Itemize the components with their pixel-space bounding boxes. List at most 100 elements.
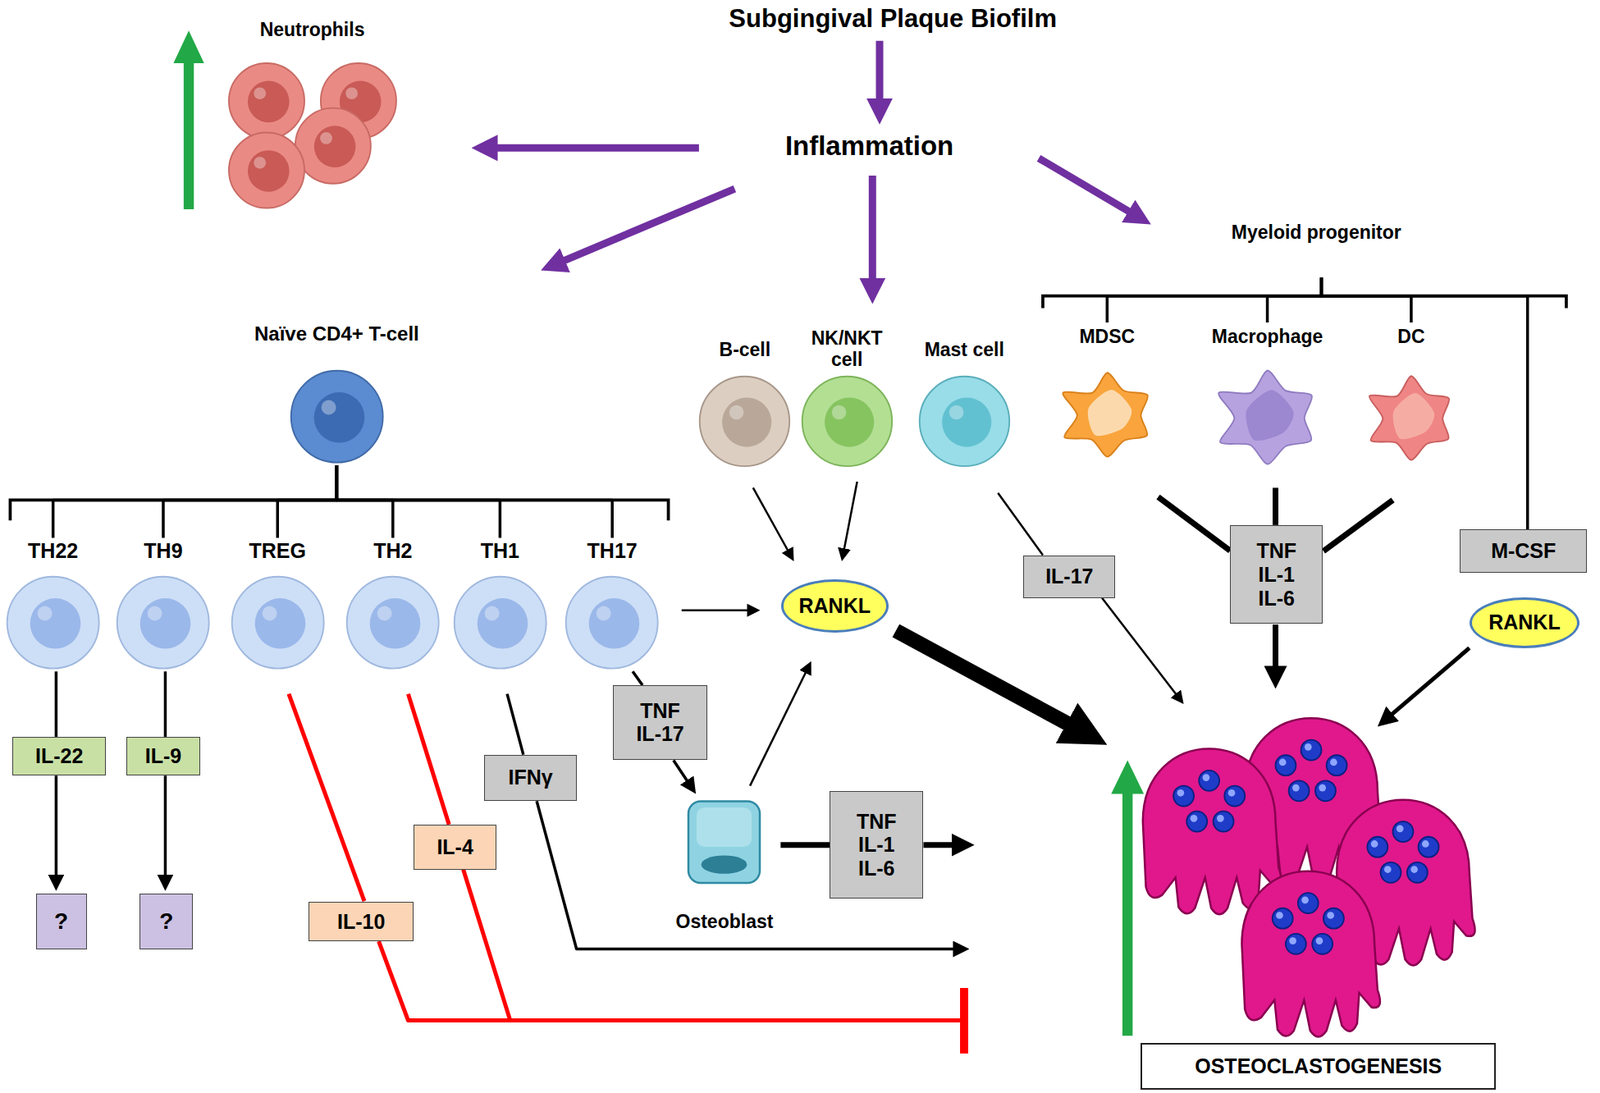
cell-shape	[562, 573, 661, 672]
cell-body	[801, 376, 892, 467]
cell-nucleus	[370, 598, 421, 650]
connector-line	[164, 671, 168, 737]
node-label: NK/NKT cell	[810, 327, 884, 371]
cell-shape-group	[117, 576, 210, 669]
cytokine-box: TNF IL-1 IL-6	[1229, 525, 1323, 625]
cell-nucleus	[140, 598, 192, 650]
connector-line	[1272, 487, 1279, 525]
box-label: IFNγ	[508, 765, 554, 790]
connector-line	[163, 465, 337, 538]
inflammation-arrow	[1038, 158, 1140, 219]
osteoclastogenesis-region: OSTEOCLASTOGENESIS	[974, 749, 1500, 1093]
cell-body	[699, 376, 790, 467]
inflammation-arrow	[484, 144, 700, 152]
node-label: Macrophage	[1211, 325, 1323, 348]
connector-arrow	[753, 487, 791, 556]
cytokine-box: IL-4	[413, 824, 497, 870]
node-label: B-cell	[719, 338, 772, 361]
inhibition-line	[288, 694, 365, 901]
mdsc-cell: MDSC	[1050, 325, 1165, 467]
box-label: ?	[159, 908, 174, 935]
connector-line	[923, 841, 963, 848]
cell-nucleus	[476, 598, 528, 650]
cell-shape-group	[1062, 372, 1148, 457]
unknown-box: ?	[139, 893, 193, 950]
cell-highlight	[484, 605, 499, 621]
cell-highlight	[320, 132, 333, 145]
connector-line	[507, 694, 524, 755]
unknown-box: ?	[36, 893, 87, 950]
osteoclast-body	[1241, 871, 1380, 1038]
cell-body	[290, 370, 383, 462]
osteoclast-nuclei	[1272, 892, 1344, 955]
osteoclast-nuclei	[1366, 821, 1439, 883]
art-group	[9, 30, 1566, 1037]
box-label: OSTEOCLASTOGENESIS	[1140, 1042, 1496, 1090]
cell-highlight	[345, 87, 358, 101]
cell-nucleus	[701, 854, 748, 874]
node-label: TH9	[143, 539, 183, 563]
cell-nucleus	[1087, 389, 1131, 436]
inhibition-line	[407, 694, 449, 825]
box-label: IL-9	[145, 744, 182, 768]
cell-body	[294, 108, 371, 184]
osteoclast-body	[1142, 748, 1281, 915]
cell-highlight	[729, 405, 745, 421]
myeloid-bracket	[1042, 296, 1567, 309]
macrophage-cell: Macrophage	[1205, 325, 1331, 475]
connector-line	[277, 465, 337, 538]
cell-nucleus	[1245, 390, 1294, 442]
cytokine-box: M-CSF	[1459, 529, 1587, 572]
cytokine-box: IL-17	[1023, 555, 1116, 599]
cell-shape-group	[1218, 370, 1312, 465]
cell-body	[347, 576, 439, 669]
cell-highlight	[377, 605, 393, 621]
cell-body	[1218, 370, 1312, 465]
increase-arrow	[173, 30, 204, 210]
connector-arrow	[681, 608, 755, 612]
process-label: Inflammation	[785, 130, 954, 162]
osteoclast-nuclei	[1275, 740, 1348, 802]
cell-highlight	[596, 605, 612, 621]
node-label: TH1	[480, 539, 520, 563]
cytokine-box: TNF IL-1 IL-6	[829, 790, 924, 899]
cell-highlight	[147, 605, 163, 621]
connector-line	[336, 465, 613, 538]
cell-highlight	[949, 405, 965, 421]
connector-line	[1106, 277, 1322, 323]
box-label: RANKL	[1488, 610, 1561, 635]
cytokine-box: IL-22	[12, 736, 106, 776]
cell-highlight	[37, 605, 53, 621]
cell-highlight	[261, 605, 277, 621]
cell-shape	[4, 573, 102, 672]
cell-shape-group	[801, 376, 892, 467]
cell-shape	[1050, 364, 1165, 467]
node-label: TH22	[27, 539, 78, 563]
cytokine-box: IL-9	[126, 736, 202, 776]
group-label: Myeloid progenitor	[1231, 221, 1402, 243]
node-label: TH17	[587, 539, 638, 563]
inflammation-arrow	[553, 188, 736, 266]
node-label: Inflammation	[785, 130, 954, 162]
cell-nucleus	[313, 392, 365, 444]
connector-line	[336, 465, 500, 538]
osteoclast	[1241, 871, 1380, 1038]
cell-nucleus	[313, 125, 356, 168]
connector-line	[1158, 497, 1231, 551]
node-label: Mast cell	[924, 338, 1005, 361]
cytokine-box: IFNγ	[484, 754, 577, 801]
node-label: TREG	[249, 539, 307, 563]
rankl-ellipse: RANKL	[781, 579, 889, 633]
cell-shape	[288, 367, 386, 466]
cell-body	[688, 800, 760, 883]
node-label: TH2	[373, 539, 412, 563]
cell-shape	[451, 573, 549, 672]
inflammation-arrow	[868, 175, 877, 292]
cell-highlight	[253, 87, 266, 101]
cell-highlight	[696, 807, 752, 847]
cell-shape-group	[566, 576, 659, 669]
inflammation-arrow	[876, 41, 884, 112]
mast-cell: Mast cell	[916, 338, 1013, 470]
connector-line	[53, 465, 338, 538]
